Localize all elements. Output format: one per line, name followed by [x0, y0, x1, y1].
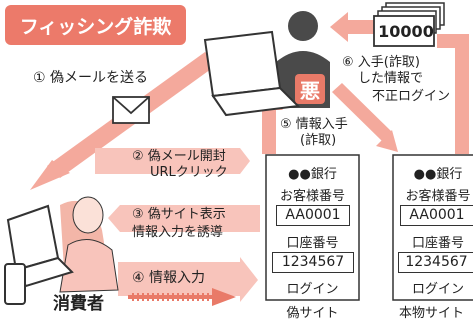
real-site-login: ログイン [411, 282, 464, 297]
step-6-label-line1: ⑥ 入手(詐取) [342, 55, 420, 70]
step-3-label-line2: 情報入力を誘導 [132, 225, 224, 240]
arrow-open-mail [95, 148, 250, 174]
fake-site-customer-no: AA0001 [276, 205, 350, 226]
criminal-figure [203, 11, 330, 117]
evil-badge: 悪 [295, 74, 325, 104]
consumer-figure [4, 196, 119, 305]
real-site-pin: 1234567 [398, 252, 473, 273]
consumer-label: 消費者 [53, 294, 104, 314]
step-3-label-line1: ③ 偽サイト表示 [132, 207, 226, 222]
step-2-label-line1: ② 偽メール開封 [132, 149, 226, 164]
step-4-label: ④ 情報入力 [132, 270, 206, 286]
arrow-fake-site [108, 205, 260, 232]
real-site-bank: ●●銀行 [413, 167, 463, 182]
real-site-caption: 本物サイト [398, 306, 464, 321]
envelope-icon [112, 96, 150, 124]
fake-site-customer-label: お客様番号 [279, 189, 345, 204]
real-site-panel [392, 154, 473, 301]
fake-site-pin: 1234567 [272, 252, 354, 273]
money-amount: 10000 [378, 21, 434, 41]
step-6-label-line3: 不正ログイン [372, 89, 451, 104]
fake-site-caption: 偽サイト [286, 306, 339, 321]
fake-site-panel [265, 154, 360, 301]
step-5-label-line1: ⑤ 情報入手 [280, 117, 348, 132]
arrow-unauthorized-login [332, 83, 398, 152]
arrow-money [330, 12, 469, 154]
page-title: フィッシング詐欺 [5, 5, 186, 45]
arrow-input-info [118, 257, 258, 306]
step-2-label-line2: URLクリック [150, 165, 228, 180]
real-site-customer-label: お客様番号 [405, 189, 471, 204]
fake-site-pin-label: 口座番号 [286, 236, 339, 251]
fake-site-bank: ●●銀行 [288, 167, 337, 182]
fake-site-login: ログイン [286, 282, 339, 297]
step-1-label: ① 偽メールを送る [33, 70, 149, 86]
real-site-pin-label: 口座番号 [411, 236, 464, 251]
cash-stack-icon [373, 2, 445, 47]
step-6-label-line2: した情報で [358, 71, 424, 86]
step-5-label-line2: (詐取) [300, 133, 337, 148]
real-site-customer-no: AA0001 [400, 205, 473, 226]
